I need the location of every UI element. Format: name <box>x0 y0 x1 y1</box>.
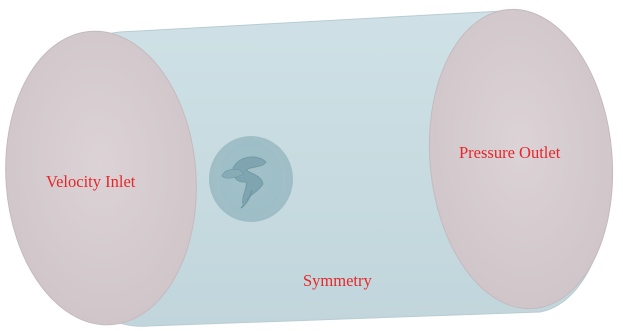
velocity-inlet-label: Velocity Inlet <box>46 172 136 191</box>
symmetry-label: Symmetry <box>303 271 372 290</box>
turbine-rotor-icon <box>209 136 293 222</box>
outlet-face <box>428 8 614 310</box>
pressure-outlet-label: Pressure Outlet <box>459 143 561 162</box>
inlet-face <box>5 30 197 326</box>
